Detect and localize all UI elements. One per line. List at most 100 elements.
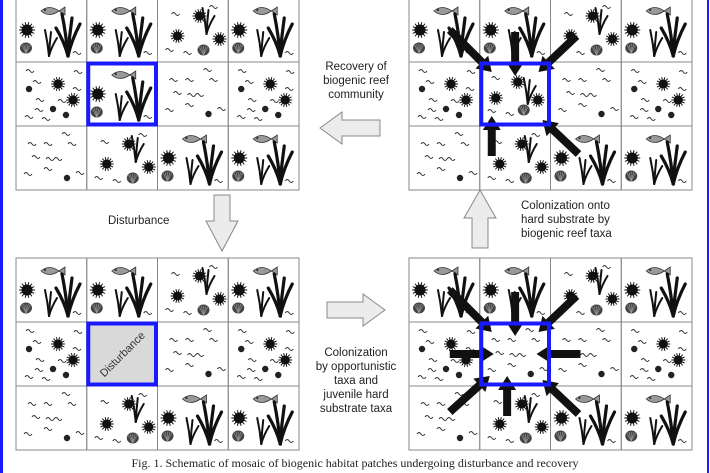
label-line: Colonization xyxy=(324,347,388,359)
urchin-icon xyxy=(51,337,65,351)
shell-icon xyxy=(483,302,496,314)
worm-icon xyxy=(41,377,51,381)
urchin-icon xyxy=(99,157,114,171)
habitat-patch-mixed xyxy=(157,0,229,63)
worm-icon xyxy=(438,157,448,161)
worm-icon xyxy=(41,117,51,121)
fish-icon xyxy=(645,266,671,276)
seagrass-icon xyxy=(578,157,593,185)
worm-icon xyxy=(237,329,247,333)
worm-icon xyxy=(185,103,194,107)
urchin-icon xyxy=(444,77,458,91)
worm-icon xyxy=(169,338,178,342)
worm-icon xyxy=(420,402,430,406)
worm-icon xyxy=(94,176,104,180)
urchin-icon xyxy=(141,160,156,174)
urchin-icon xyxy=(492,417,507,431)
habitat-patch-reef xyxy=(408,257,481,323)
worm-icon xyxy=(578,363,587,367)
worm-icon xyxy=(466,70,476,74)
urchin-icon xyxy=(160,150,177,166)
worm-icon xyxy=(558,368,567,372)
worm-icon xyxy=(31,155,41,159)
arrow-right-colonization xyxy=(326,293,386,327)
seagrass-icon xyxy=(256,157,271,185)
seagrass-icon xyxy=(125,76,153,122)
worm-icon xyxy=(454,392,464,396)
worm-icon xyxy=(43,142,53,146)
worm-icon xyxy=(602,265,611,269)
urchin-icon xyxy=(19,22,35,38)
worm-icon xyxy=(566,91,575,95)
seagrass-icon xyxy=(130,135,145,163)
seagrass-icon xyxy=(437,289,451,317)
urchin-icon xyxy=(624,410,641,426)
worm-icon xyxy=(35,98,45,102)
fish-icon xyxy=(252,394,278,404)
worm-icon xyxy=(23,432,33,436)
shell-icon xyxy=(126,172,139,184)
worm-icon xyxy=(169,78,178,82)
worm-icon xyxy=(436,167,446,171)
seagrass-icon xyxy=(114,29,129,57)
bivalve-juvenile-icon xyxy=(262,365,269,373)
worm-icon xyxy=(468,171,478,175)
bivalve-juvenile-icon xyxy=(631,85,638,93)
bivalve-juvenile-icon xyxy=(62,111,70,119)
worm-icon xyxy=(253,377,263,381)
seagrass-icon xyxy=(649,157,664,185)
label-recovery: Recovery of biogenic reef community xyxy=(300,60,412,102)
shell-icon xyxy=(483,42,496,54)
worm-icon xyxy=(32,340,42,344)
worm-icon xyxy=(416,172,426,176)
label-colonization-opportunistic: Colonization by opportunistic taxa and j… xyxy=(300,346,412,416)
figure-caption: Fig. 1. Schematic of mosaic of biogenic … xyxy=(131,456,579,470)
worm-icon xyxy=(629,375,639,379)
worm-icon xyxy=(505,439,515,443)
urchin-icon xyxy=(624,150,641,166)
seagrass-icon xyxy=(201,7,216,35)
seagrass-icon xyxy=(266,400,294,446)
habitat-patch-reef xyxy=(620,257,693,323)
habitat-patch-urchins xyxy=(15,61,88,127)
worm-icon xyxy=(607,439,616,443)
worm-icon xyxy=(640,98,650,102)
urchin-icon xyxy=(553,150,570,166)
worm-icon xyxy=(195,93,204,97)
worm-icon xyxy=(27,402,37,406)
arrow-left-recovery xyxy=(319,111,381,145)
seagrass-icon xyxy=(185,417,200,445)
worm-icon xyxy=(138,133,148,137)
shell-icon xyxy=(161,170,174,182)
worm-icon xyxy=(536,311,546,315)
worm-icon xyxy=(446,417,456,421)
fish-icon xyxy=(111,70,137,80)
urchin-icon xyxy=(170,29,185,43)
worm-icon xyxy=(100,400,110,404)
worm-icon xyxy=(630,329,640,333)
bivalve-juvenile-icon xyxy=(456,434,464,442)
worm-icon xyxy=(588,93,597,97)
label-line: Colonization onto xyxy=(521,200,610,212)
worm-icon xyxy=(185,338,194,342)
worm-icon xyxy=(195,353,204,357)
worm-icon xyxy=(507,338,517,342)
worm-icon xyxy=(662,359,672,363)
urchin-icon xyxy=(514,137,529,151)
worm-icon xyxy=(677,179,687,183)
worm-icon xyxy=(578,103,587,107)
worm-icon xyxy=(53,157,63,161)
seagrass-icon xyxy=(523,395,538,423)
worm-icon xyxy=(183,51,192,55)
urchin-icon xyxy=(459,93,473,107)
worm-icon xyxy=(73,330,83,334)
urchin-icon xyxy=(444,337,458,351)
label-line: by opportunistic xyxy=(315,361,397,373)
seagrass-icon xyxy=(594,267,609,295)
worm-icon xyxy=(438,417,448,421)
disturbed-area xyxy=(89,325,155,383)
bivalve-juvenile-icon xyxy=(631,345,638,353)
bivalve-juvenile-icon xyxy=(655,105,662,113)
worm-icon xyxy=(576,311,585,315)
worm-icon xyxy=(677,311,687,315)
